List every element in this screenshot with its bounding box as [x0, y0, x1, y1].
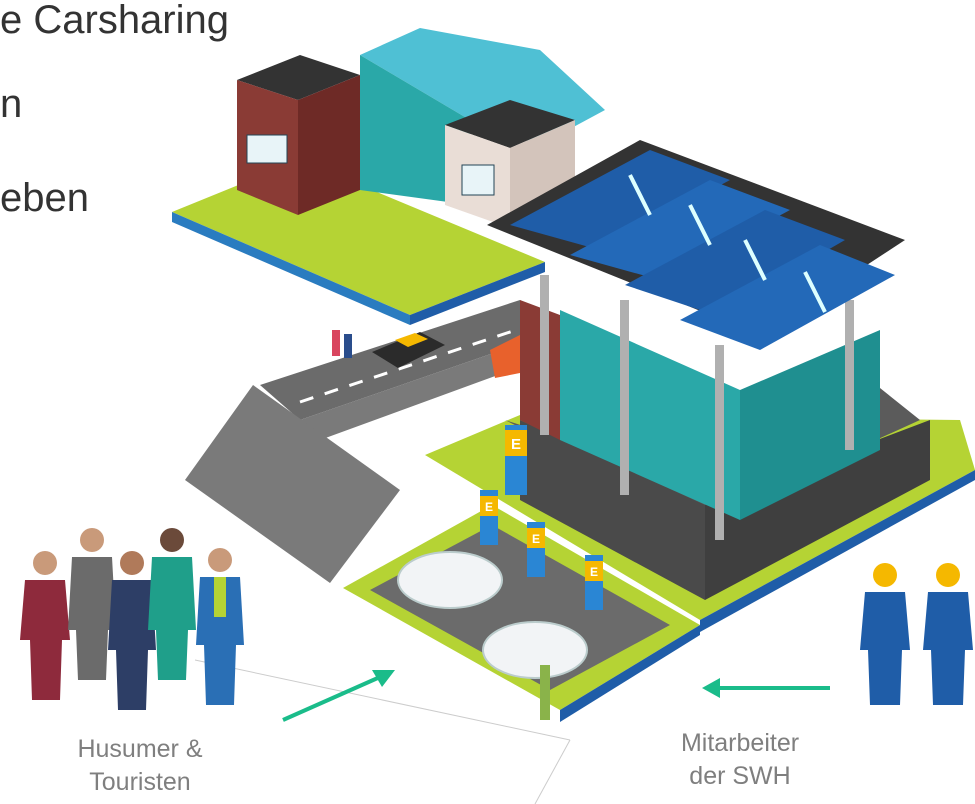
person-1 — [20, 551, 70, 700]
road-car-orange — [490, 335, 525, 378]
parked-car-2 — [482, 621, 588, 679]
grey-placeholder-box — [185, 385, 400, 583]
person-5 — [196, 548, 244, 705]
person-4 — [148, 528, 196, 680]
parked-car-1 — [397, 551, 503, 609]
slide-text-line-2: n — [0, 82, 23, 126]
charging-station-3: E — [585, 555, 603, 610]
charging-marker-main: E — [511, 436, 521, 453]
main-building — [425, 140, 975, 632]
charging-marker-3: E — [590, 565, 598, 579]
slide-text-line-3: eben — [0, 176, 89, 220]
charging-marker-2: E — [532, 532, 540, 546]
road-car-dark — [372, 332, 445, 368]
pedestrians-on-road — [332, 330, 352, 358]
parking-lot — [343, 505, 700, 722]
charging-marker-1: E — [485, 500, 493, 514]
caption-right-line-2: der SWH — [689, 762, 791, 790]
person-3 — [108, 551, 156, 710]
upper-building-group — [172, 28, 605, 325]
arrow-right-group — [702, 678, 830, 698]
workers-swh — [860, 563, 973, 705]
worker-2 — [923, 563, 973, 705]
caption-left-line-1: Husumer & — [77, 735, 203, 763]
pedestrian-parking — [540, 665, 550, 720]
people-group-husumer — [20, 528, 244, 710]
caption-left-line-2: Touristen — [89, 768, 191, 796]
charging-station-1: E — [480, 490, 498, 545]
person-2 — [68, 528, 116, 680]
caption-mitarbeiter-swh: Mitarbeiter der SWH — [640, 727, 840, 793]
arrow-left-group — [282, 670, 395, 722]
caption-right-line-1: Mitarbeiter — [680, 729, 800, 757]
worker-1 — [860, 563, 910, 705]
charging-station-2: E — [527, 522, 545, 577]
slide-text-line-1: e Carsharing — [0, 0, 230, 42]
charging-station-main: E — [505, 425, 527, 495]
caption-husumer-touristen: Husumer & Touristen — [40, 733, 240, 799]
